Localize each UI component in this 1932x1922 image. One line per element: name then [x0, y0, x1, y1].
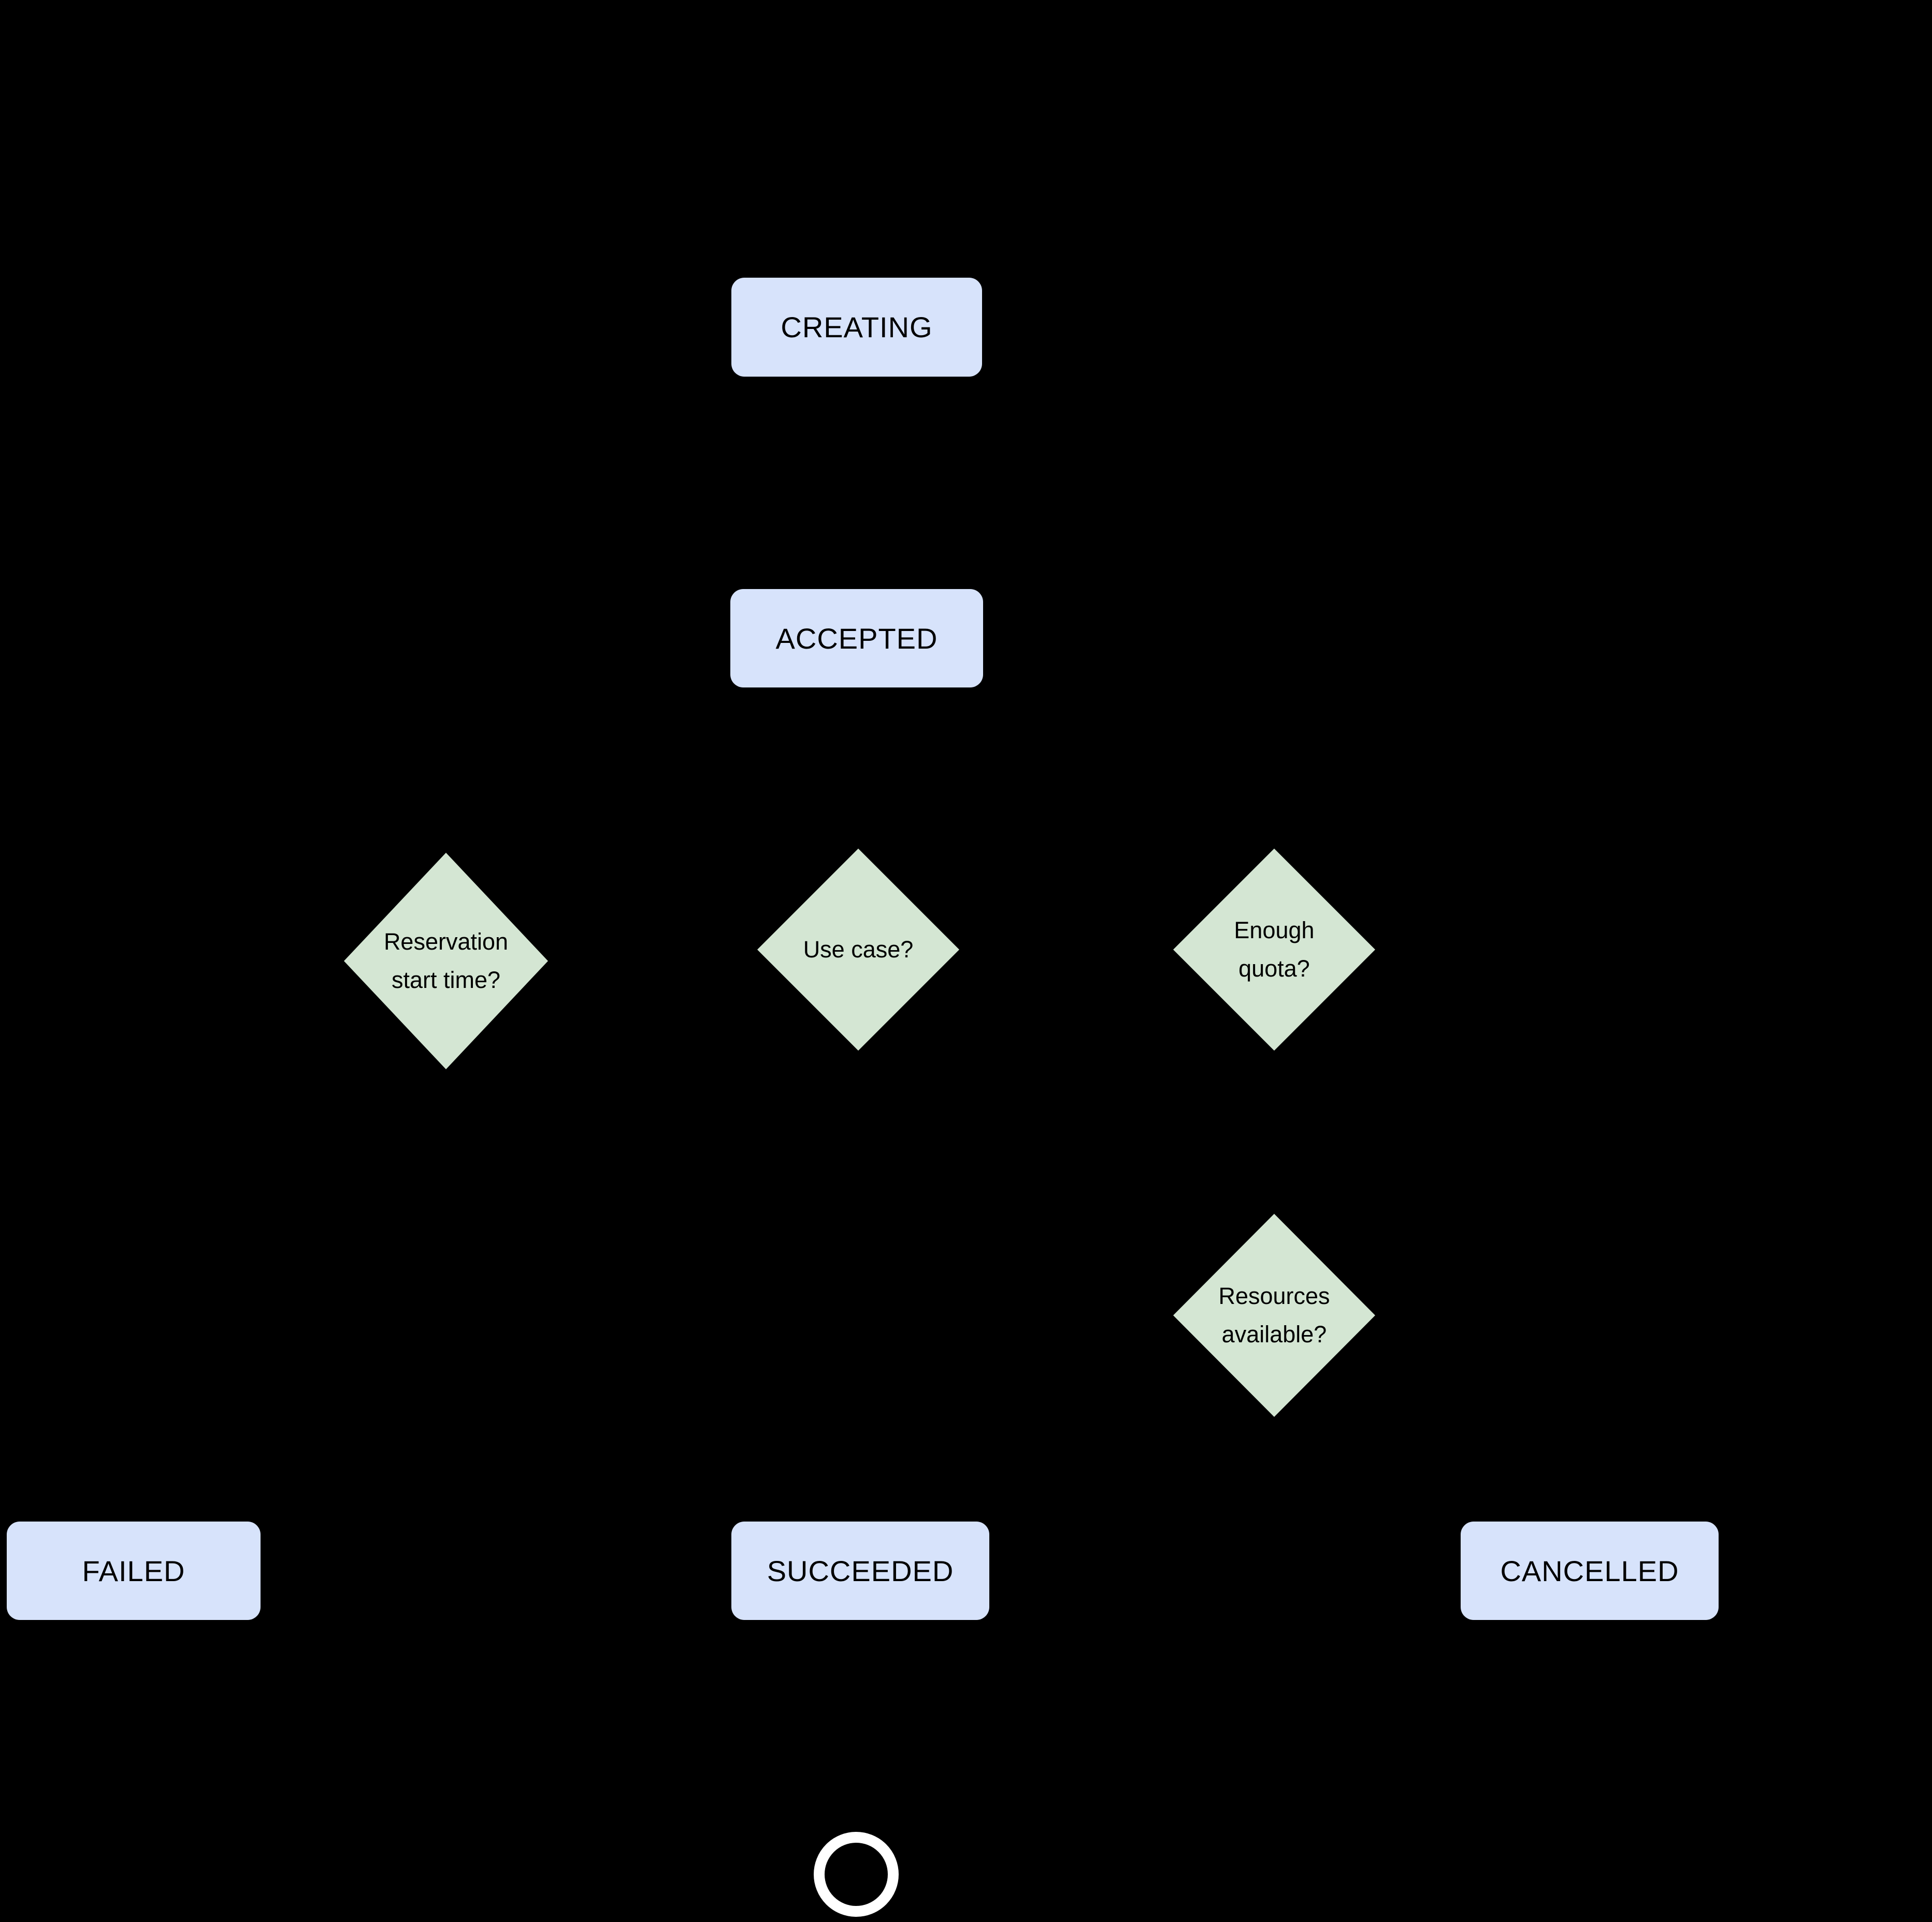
state-creating-label: CREATING	[781, 311, 933, 343]
decision-use-case: Use case?	[757, 849, 959, 1051]
state-accepted: ACCEPTED	[730, 589, 983, 687]
decision-resources-available-line2: available?	[1221, 1321, 1327, 1347]
state-succeeded-label: SUCCEEDED	[767, 1554, 954, 1587]
state-failed: FAILED	[7, 1522, 261, 1620]
decision-resources-available: Resources available?	[1173, 1214, 1375, 1417]
state-succeeded: SUCCEEDED	[731, 1522, 989, 1620]
decision-use-case-line1: Use case?	[803, 936, 914, 963]
decision-reservation-start-time-line2: start time?	[391, 967, 501, 993]
state-creating: CREATING	[731, 278, 982, 377]
decision-enough-quota: Enough quota?	[1173, 849, 1375, 1051]
decision-enough-quota-line1: Enough	[1234, 917, 1315, 943]
decision-resources-available-line1: Resources	[1218, 1283, 1330, 1309]
decision-enough-quota-line2: quota?	[1238, 955, 1310, 982]
state-cancelled-label: CANCELLED	[1500, 1554, 1679, 1587]
end-state-ring-icon	[814, 1832, 899, 1917]
decision-reservation-start-time: Reservation start time?	[344, 853, 548, 1069]
state-failed-label: FAILED	[82, 1554, 185, 1587]
decision-reservation-start-time-line1: Reservation	[383, 928, 509, 955]
state-accepted-label: ACCEPTED	[775, 622, 938, 655]
state-cancelled: CANCELLED	[1461, 1522, 1719, 1620]
